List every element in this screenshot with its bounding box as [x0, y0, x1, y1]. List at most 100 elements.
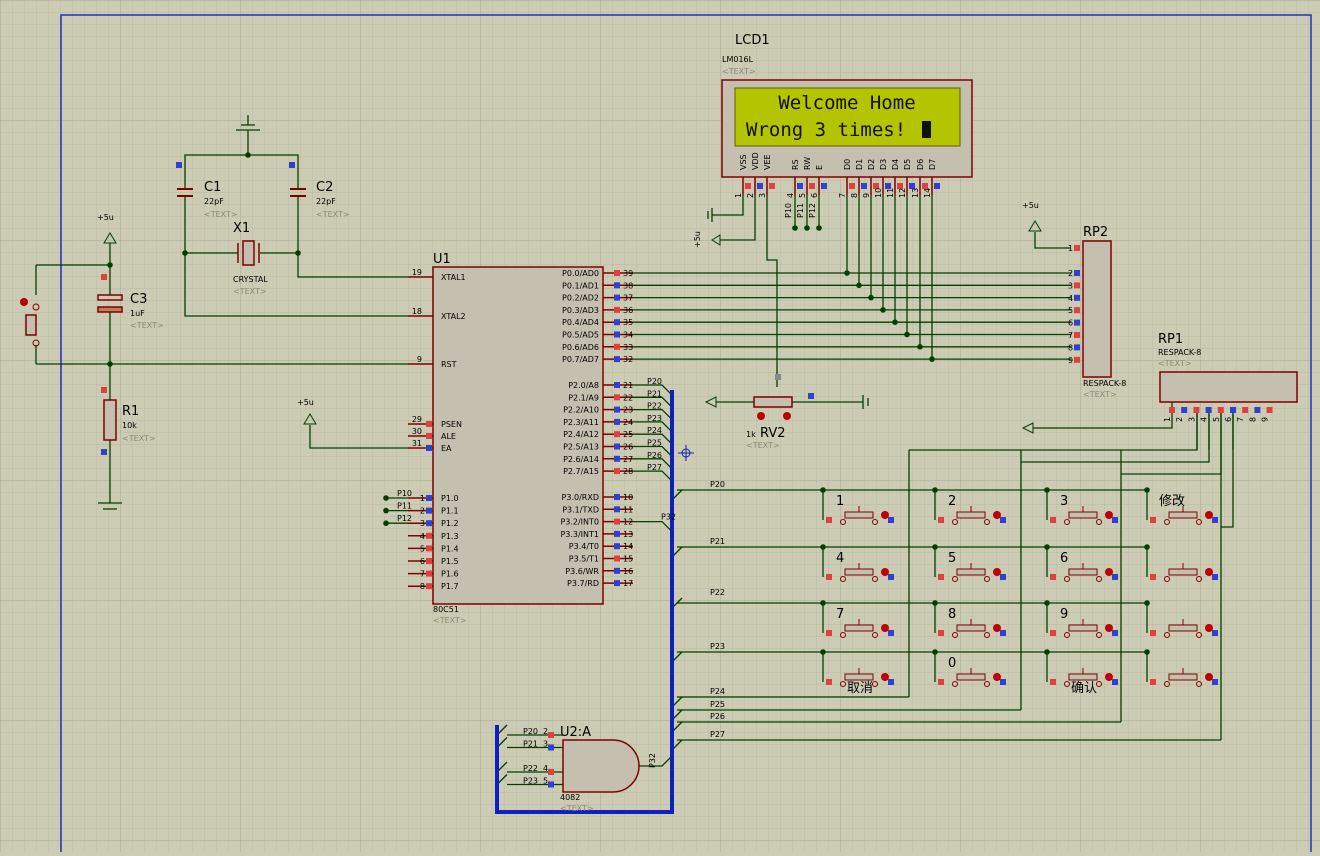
- pin-marker: [1074, 282, 1080, 289]
- keypad-button[interactable]: [952, 619, 1002, 638]
- pin-marker: [1212, 517, 1218, 523]
- u1-pin-num: 9: [417, 355, 422, 364]
- keypad-button[interactable]: [952, 668, 1002, 687]
- keypad-button[interactable]: [1164, 563, 1214, 582]
- key-contact: [1196, 681, 1202, 687]
- c3-plate-polar[interactable]: [97, 306, 123, 313]
- key-cap: [956, 568, 986, 576]
- pin-marker: [614, 494, 620, 500]
- keypad-button[interactable]: [840, 619, 890, 638]
- u1-pin-num: 24: [623, 418, 633, 427]
- u1-pin-name: P3.1/TXD: [562, 505, 599, 514]
- crystal-x1[interactable]: [242, 240, 255, 266]
- keypad-button[interactable]: [1064, 506, 1114, 525]
- lcd-line1: Welcome Home: [778, 92, 915, 114]
- rv2-potentiometer[interactable]: [753, 396, 793, 408]
- key-label: 4: [836, 551, 844, 566]
- pin-marker: [938, 679, 944, 685]
- u1-p1-name: P1.4: [441, 544, 459, 553]
- rp2-pin-num: 6: [1068, 319, 1073, 328]
- pin-marker: [1217, 407, 1224, 413]
- pin-marker: [861, 183, 867, 189]
- lcd-pin-name: D2: [867, 159, 876, 170]
- p2-bus: [495, 390, 674, 814]
- rp2-pin-num: 3: [1068, 281, 1073, 290]
- u1-ref: U1: [433, 252, 451, 267]
- key-contact: [840, 681, 846, 687]
- reset-button[interactable]: [25, 314, 37, 336]
- rv2-tag: <TEXT>: [746, 441, 780, 450]
- lcd-pin-num: 8: [850, 193, 859, 198]
- lcd-pin-num: 10: [874, 188, 883, 198]
- keypad-button[interactable]: [840, 668, 890, 687]
- key-contact: [840, 519, 846, 525]
- pin-marker: [426, 507, 432, 514]
- u1-pin-num: 26: [623, 443, 633, 452]
- keypad-button[interactable]: [1164, 668, 1214, 687]
- keypad-button[interactable]: [1064, 619, 1114, 638]
- pin-marker: [426, 558, 432, 564]
- key-indicator: [993, 568, 1001, 576]
- rp2-resistor-pack[interactable]: [1082, 240, 1112, 378]
- pin-marker: [1074, 294, 1080, 301]
- key-cap: [1168, 511, 1198, 519]
- u1-pin-num: 12: [623, 518, 633, 527]
- c1-ref: C1: [204, 180, 221, 195]
- pin-marker: [826, 517, 832, 523]
- pin-marker: [101, 274, 107, 280]
- key-cap: [844, 673, 874, 681]
- bus-net-label: P27: [647, 463, 662, 472]
- rp1-pin-num: 5: [1212, 417, 1221, 422]
- junction-dot: [816, 225, 822, 231]
- vcc-label: +5u: [297, 398, 314, 407]
- pin-marker: [614, 455, 620, 462]
- bus-net-label: P21: [647, 389, 662, 398]
- key-indicator: [881, 511, 889, 519]
- vcc-arrow: [103, 232, 117, 244]
- u1-pin-num: 21: [623, 381, 633, 390]
- pin-marker: [1230, 407, 1236, 413]
- wire: [1121, 410, 1222, 475]
- u2-and-gate[interactable]: [562, 739, 640, 793]
- u1-pin-num: 38: [623, 281, 633, 290]
- pin-marker: [1150, 679, 1156, 685]
- r1-resistor[interactable]: [103, 399, 117, 441]
- wire: [1221, 410, 1234, 528]
- u1-p1-num: 8: [420, 582, 425, 591]
- u1-pin-name: P0.3/AD3: [562, 306, 599, 315]
- pin-marker: [426, 495, 432, 501]
- c3-plate: [97, 294, 123, 301]
- vcc-arrow: [1021, 422, 1034, 434]
- pin-marker: [614, 518, 620, 525]
- key-contact: [840, 576, 846, 582]
- lcd-text-tag: <TEXT>: [722, 67, 756, 76]
- key-contact: [1096, 632, 1102, 638]
- keypad-button[interactable]: [840, 506, 890, 525]
- pin-marker: [821, 183, 827, 189]
- u1-pin-name: P3.6/WR: [565, 567, 599, 576]
- keypad-button[interactable]: [952, 506, 1002, 525]
- vcc-arrow: [704, 396, 717, 408]
- bus-net-label: P22: [647, 402, 662, 411]
- pin-marker: [548, 744, 554, 751]
- u1-p1-name: P1.0: [441, 494, 459, 503]
- keypad-button[interactable]: [1164, 506, 1214, 525]
- keypad-button[interactable]: [1164, 619, 1214, 638]
- key-indicator: [993, 511, 1001, 519]
- rp1-resistor-pack[interactable]: [1159, 371, 1298, 403]
- u1-pin-name: P0.6/AD6: [562, 343, 599, 352]
- key-contact: [1064, 519, 1070, 525]
- keypad-button[interactable]: [952, 563, 1002, 582]
- key-contact: [984, 681, 990, 687]
- rp1-pin-num: 4: [1200, 417, 1209, 422]
- pin-marker: [1050, 517, 1056, 523]
- row-net-label: P20: [710, 480, 725, 489]
- pin-marker: [614, 418, 620, 425]
- pin-marker: [426, 520, 432, 527]
- keypad-button[interactable]: [1064, 668, 1114, 687]
- keypad-button[interactable]: [840, 563, 890, 582]
- keypad-button[interactable]: [1064, 563, 1114, 582]
- row-net-label: P24: [710, 687, 725, 696]
